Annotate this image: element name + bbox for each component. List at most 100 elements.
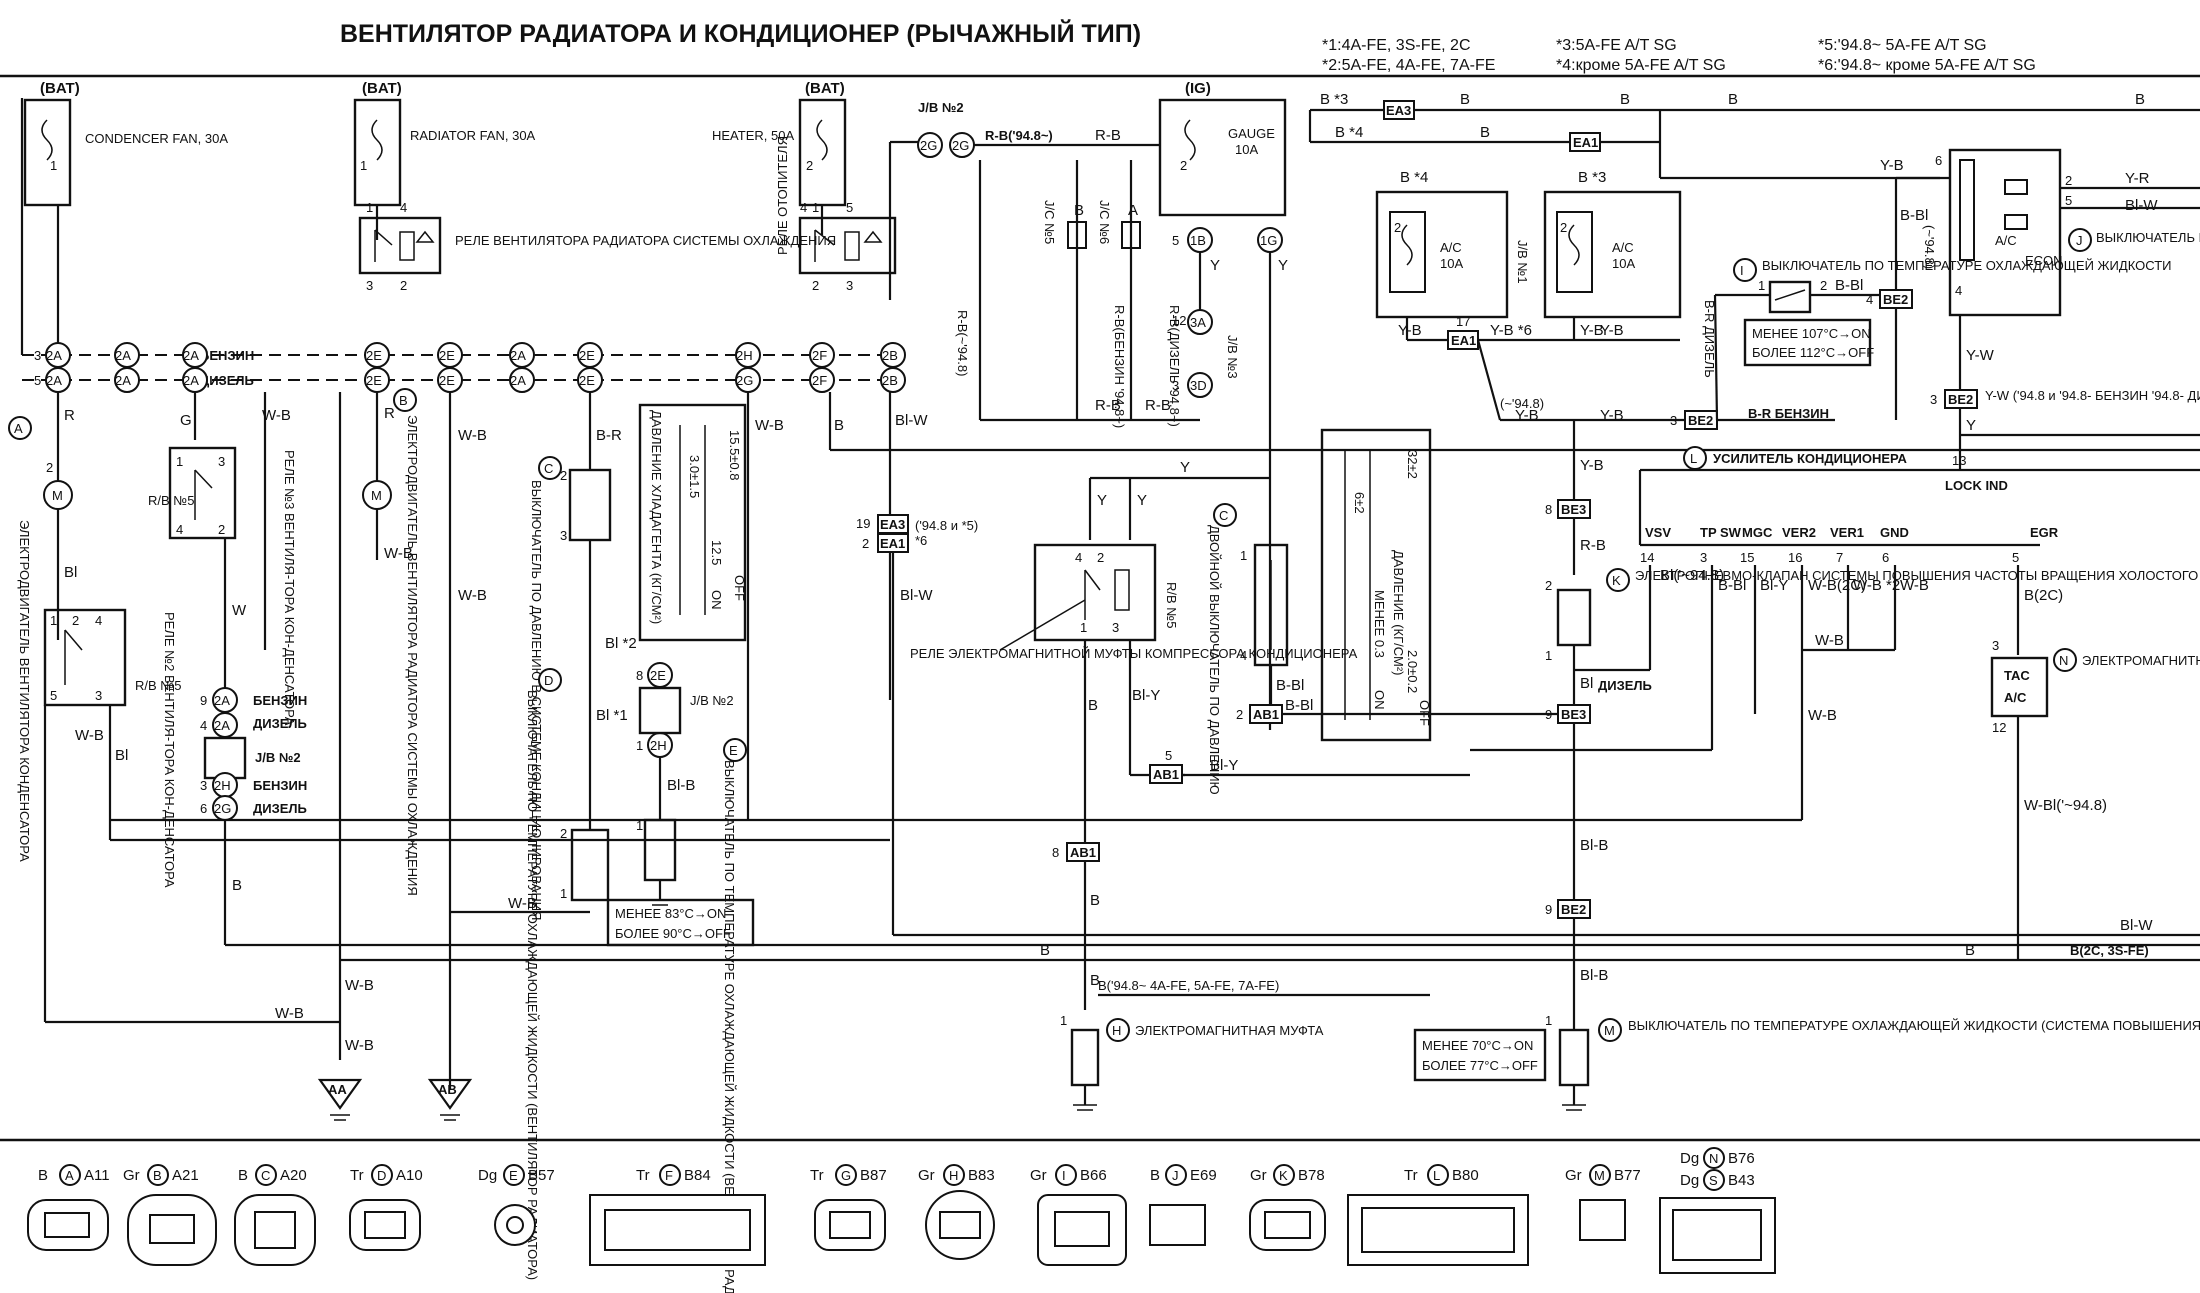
svg-text:ВЫКЛЮЧАТЕЛЬ ПО ТЕМПЕРАТУРЕ ОХЛ: ВЫКЛЮЧАТЕЛЬ ПО ТЕМПЕРАТУРЕ ОХЛАЖДАЮЩЕЙ Ж…: [722, 760, 737, 1293]
svg-text:1: 1: [636, 818, 643, 833]
svg-text:2: 2: [1236, 707, 1243, 722]
svg-text:B66: B66: [1080, 1167, 1107, 1184]
radiator-fan-motor: M R W-B B ЭЛЕКТРОДВИГАТЕЛЬ ВЕНТИЛЯТОРА Р…: [362, 388, 487, 1090]
connector-b78: Gr K B78: [1249, 1164, 1326, 1251]
svg-text:1: 1: [1758, 278, 1765, 293]
svg-text:4: 4: [1866, 292, 1873, 307]
svg-text:Bl-B: Bl-B: [1580, 837, 1608, 854]
svg-text:ДИЗЕЛЬ: ДИЗЕЛЬ: [200, 373, 254, 388]
svg-text:БЕНЗИН: БЕНЗИН: [200, 348, 254, 363]
top-buses: B *3 B *4 B B B B B EA3 EA1: [20, 91, 2200, 355]
svg-text:16: 16: [1788, 550, 1802, 565]
svg-text:1: 1: [1240, 548, 1247, 563]
svg-text:15: 15: [1740, 550, 1754, 565]
relay-radiator-fan: 1 4 3 2 РЕЛЕ ВЕНТИЛЯТОРА РАДИАТОРА СИСТЕ…: [358, 200, 836, 293]
svg-text:TAC: TAC: [2004, 668, 2030, 683]
svg-text:5: 5: [1165, 748, 1172, 763]
svg-text:J/C №5: J/C №5: [1042, 200, 1057, 244]
svg-text:R-B(БЕНЗИН '94.8~): R-B(БЕНЗИН '94.8~): [1112, 305, 1127, 428]
svg-text:ЭЛЕКТРОМАГНИТНАЯ МУФТА: ЭЛЕКТРОМАГНИТНАЯ МУФТА: [1135, 1023, 1324, 1038]
svg-text:2: 2: [72, 613, 79, 628]
fuse-gauge: (IG) 2 GAUGE 10A: [1158, 80, 1287, 217]
fuse-ac-1: 2 A/C 10A B *4: [1375, 169, 1509, 319]
svg-text:R-B('94.8~): R-B('94.8~): [985, 128, 1053, 143]
connector-b80: Tr L B80: [1347, 1164, 1529, 1266]
svg-text:R-B: R-B: [1145, 397, 1171, 414]
svg-text:1: 1: [1545, 648, 1552, 663]
svg-text:5: 5: [50, 688, 57, 703]
svg-text:BE3: BE3: [1561, 502, 1586, 517]
svg-text:ДИЗЕЛЬ: ДИЗЕЛЬ: [1598, 678, 1652, 693]
connector-b87: Tr G B87: [810, 1164, 887, 1251]
svg-text:БОЛЕЕ 90°С→OFF: БОЛЕЕ 90°С→OFF: [615, 926, 731, 941]
coolant-switch-i: I ВЫКЛЮЧАТЕЛЬ ПО ТЕМПЕРАТУРЕ ОХЛАЖДАЮЩЕЙ…: [1733, 176, 2171, 420]
connector-b57: Dg E B57: [478, 1164, 555, 1246]
svg-text:B: B: [1480, 124, 1490, 141]
svg-text:9: 9: [1545, 902, 1552, 917]
svg-text:B77: B77: [1614, 1167, 1641, 1184]
svg-text:B76: B76: [1728, 1150, 1755, 1167]
ground-wires: W-B Bl W-B W-B W-B W-B W-B B B B(2C, 3S-…: [43, 392, 2200, 1121]
svg-text:J/B №3: J/B №3: [1225, 335, 1240, 379]
svg-text:W-B: W-B: [75, 727, 104, 744]
svg-text:ЭЛЕКТРОДВИГАТЕЛЬ ВЕНТИЛЯТОРА К: ЭЛЕКТРОДВИГАТЕЛЬ ВЕНТИЛЯТОРА КОНДЕНСАТОР…: [17, 520, 32, 862]
svg-text:1: 1: [360, 158, 367, 173]
jb2-left-lower: G W 2A 2A 2H 2G 9 4 3 6 БЕНЗИН ДИЗЕЛЬ J/…: [180, 392, 2200, 947]
svg-text:B80: B80: [1452, 1167, 1479, 1184]
svg-text:2G: 2G: [214, 801, 231, 816]
svg-text:Bl: Bl: [115, 747, 128, 764]
ac-switch-j: Y-B 6 A/C ECON 2 5 Y-R Bl-W J ВЫКЛЮЧАТЕЛ…: [1658, 142, 2200, 470]
svg-text:2G: 2G: [736, 373, 753, 388]
temp-box-d: МЕНЕЕ 83°С→ON БОЛЕЕ 90°С→OFF: [606, 898, 755, 947]
svg-text:4: 4: [1240, 648, 1247, 663]
svg-text:B57: B57: [528, 1167, 555, 1184]
svg-text:(BAT): (BAT): [40, 80, 80, 97]
svg-text:2: 2: [806, 158, 813, 173]
svg-text:6: 6: [1935, 153, 1942, 168]
svg-text:W-B: W-B: [755, 417, 784, 434]
svg-text:ЭЛЕКТРОМАГНИТНЫЙ БЛОК УПРАВЛЕН: ЭЛЕКТРОМАГНИТНЫЙ БЛОК УПРАВЛЕНИЯ ДВИГАТЕ…: [2082, 653, 2200, 668]
svg-text:4: 4: [95, 613, 102, 628]
svg-text:D: D: [544, 673, 553, 688]
svg-text:AB1: AB1: [1070, 845, 1096, 860]
svg-text:Y: Y: [1180, 459, 1190, 476]
connector-a21: Gr B A21: [123, 1164, 217, 1266]
svg-text:МЕНЕЕ 83°С→ON: МЕНЕЕ 83°С→ON: [615, 906, 726, 921]
svg-text:GAUGE: GAUGE: [1228, 126, 1275, 141]
svg-text:1: 1: [1080, 620, 1087, 635]
svg-text:2: 2: [46, 460, 53, 475]
svg-text:M: M: [1594, 1168, 1605, 1183]
svg-text:Tr: Tr: [350, 1167, 364, 1184]
svg-text:B-R БЕНЗИН: B-R БЕНЗИН: [1748, 406, 1829, 421]
svg-text:10A: 10A: [1235, 142, 1258, 157]
jb2-lower: Bl *2 2E 2H J/B №2 8 1 Bl-B 1 ВЫКЛЮЧАТЕЛ…: [605, 635, 747, 1293]
svg-text:3: 3: [1172, 378, 1179, 393]
svg-text:РЕЛЕ ЭЛЕКТРОМАГНИТНОЙ МУФТЫ КО: РЕЛЕ ЭЛЕКТРОМАГНИТНОЙ МУФТЫ КОМПРЕССОРА …: [910, 646, 1358, 661]
svg-text:Bl-Y: Bl-Y: [1210, 757, 1238, 774]
svg-text:2A: 2A: [115, 373, 131, 388]
relay-no3: 1 3 4 2 R/B №5 РЕЛЕ №3 ВЕНТИЛЯ-ТОРА КОН-…: [148, 446, 297, 726]
svg-text:Bl-W: Bl-W: [895, 412, 928, 429]
svg-text:BE2: BE2: [1561, 902, 1586, 917]
svg-text:B *3: B *3: [1578, 169, 1606, 186]
svg-text:1: 1: [636, 738, 643, 753]
svg-text:B: B: [1040, 942, 1050, 959]
svg-text:OFF: OFF: [732, 575, 747, 601]
svg-text:AB1: AB1: [1253, 707, 1279, 722]
svg-text:W-B(2C): W-B(2C): [1808, 577, 1866, 594]
svg-text:2: 2: [400, 278, 407, 293]
svg-text:EA1: EA1: [880, 536, 905, 551]
svg-text:4: 4: [400, 200, 407, 215]
svg-text:J: J: [2076, 233, 2083, 248]
svg-text:3: 3: [200, 778, 207, 793]
svg-text:ON: ON: [1372, 690, 1387, 710]
svg-text:Dg: Dg: [478, 1167, 497, 1184]
svg-text:W-B *2: W-B *2: [1853, 577, 1900, 594]
svg-text:1G: 1G: [1260, 233, 1277, 248]
svg-text:ЭЛЕКТРОПНЕВМО-КЛАПАН СИСТЕМЫ П: ЭЛЕКТРОПНЕВМО-КЛАПАН СИСТЕМЫ ПОВЫШЕНИЯ Ч…: [1635, 568, 2200, 583]
svg-text:2B: 2B: [882, 348, 898, 363]
svg-text:Gr: Gr: [1250, 1167, 1267, 1184]
svg-text:J/B №1: J/B №1: [1515, 240, 1530, 284]
svg-text:БОЛЕЕ 112°С→OFF: БОЛЕЕ 112°С→OFF: [1752, 345, 1874, 360]
svg-text:A: A: [1128, 202, 1138, 219]
